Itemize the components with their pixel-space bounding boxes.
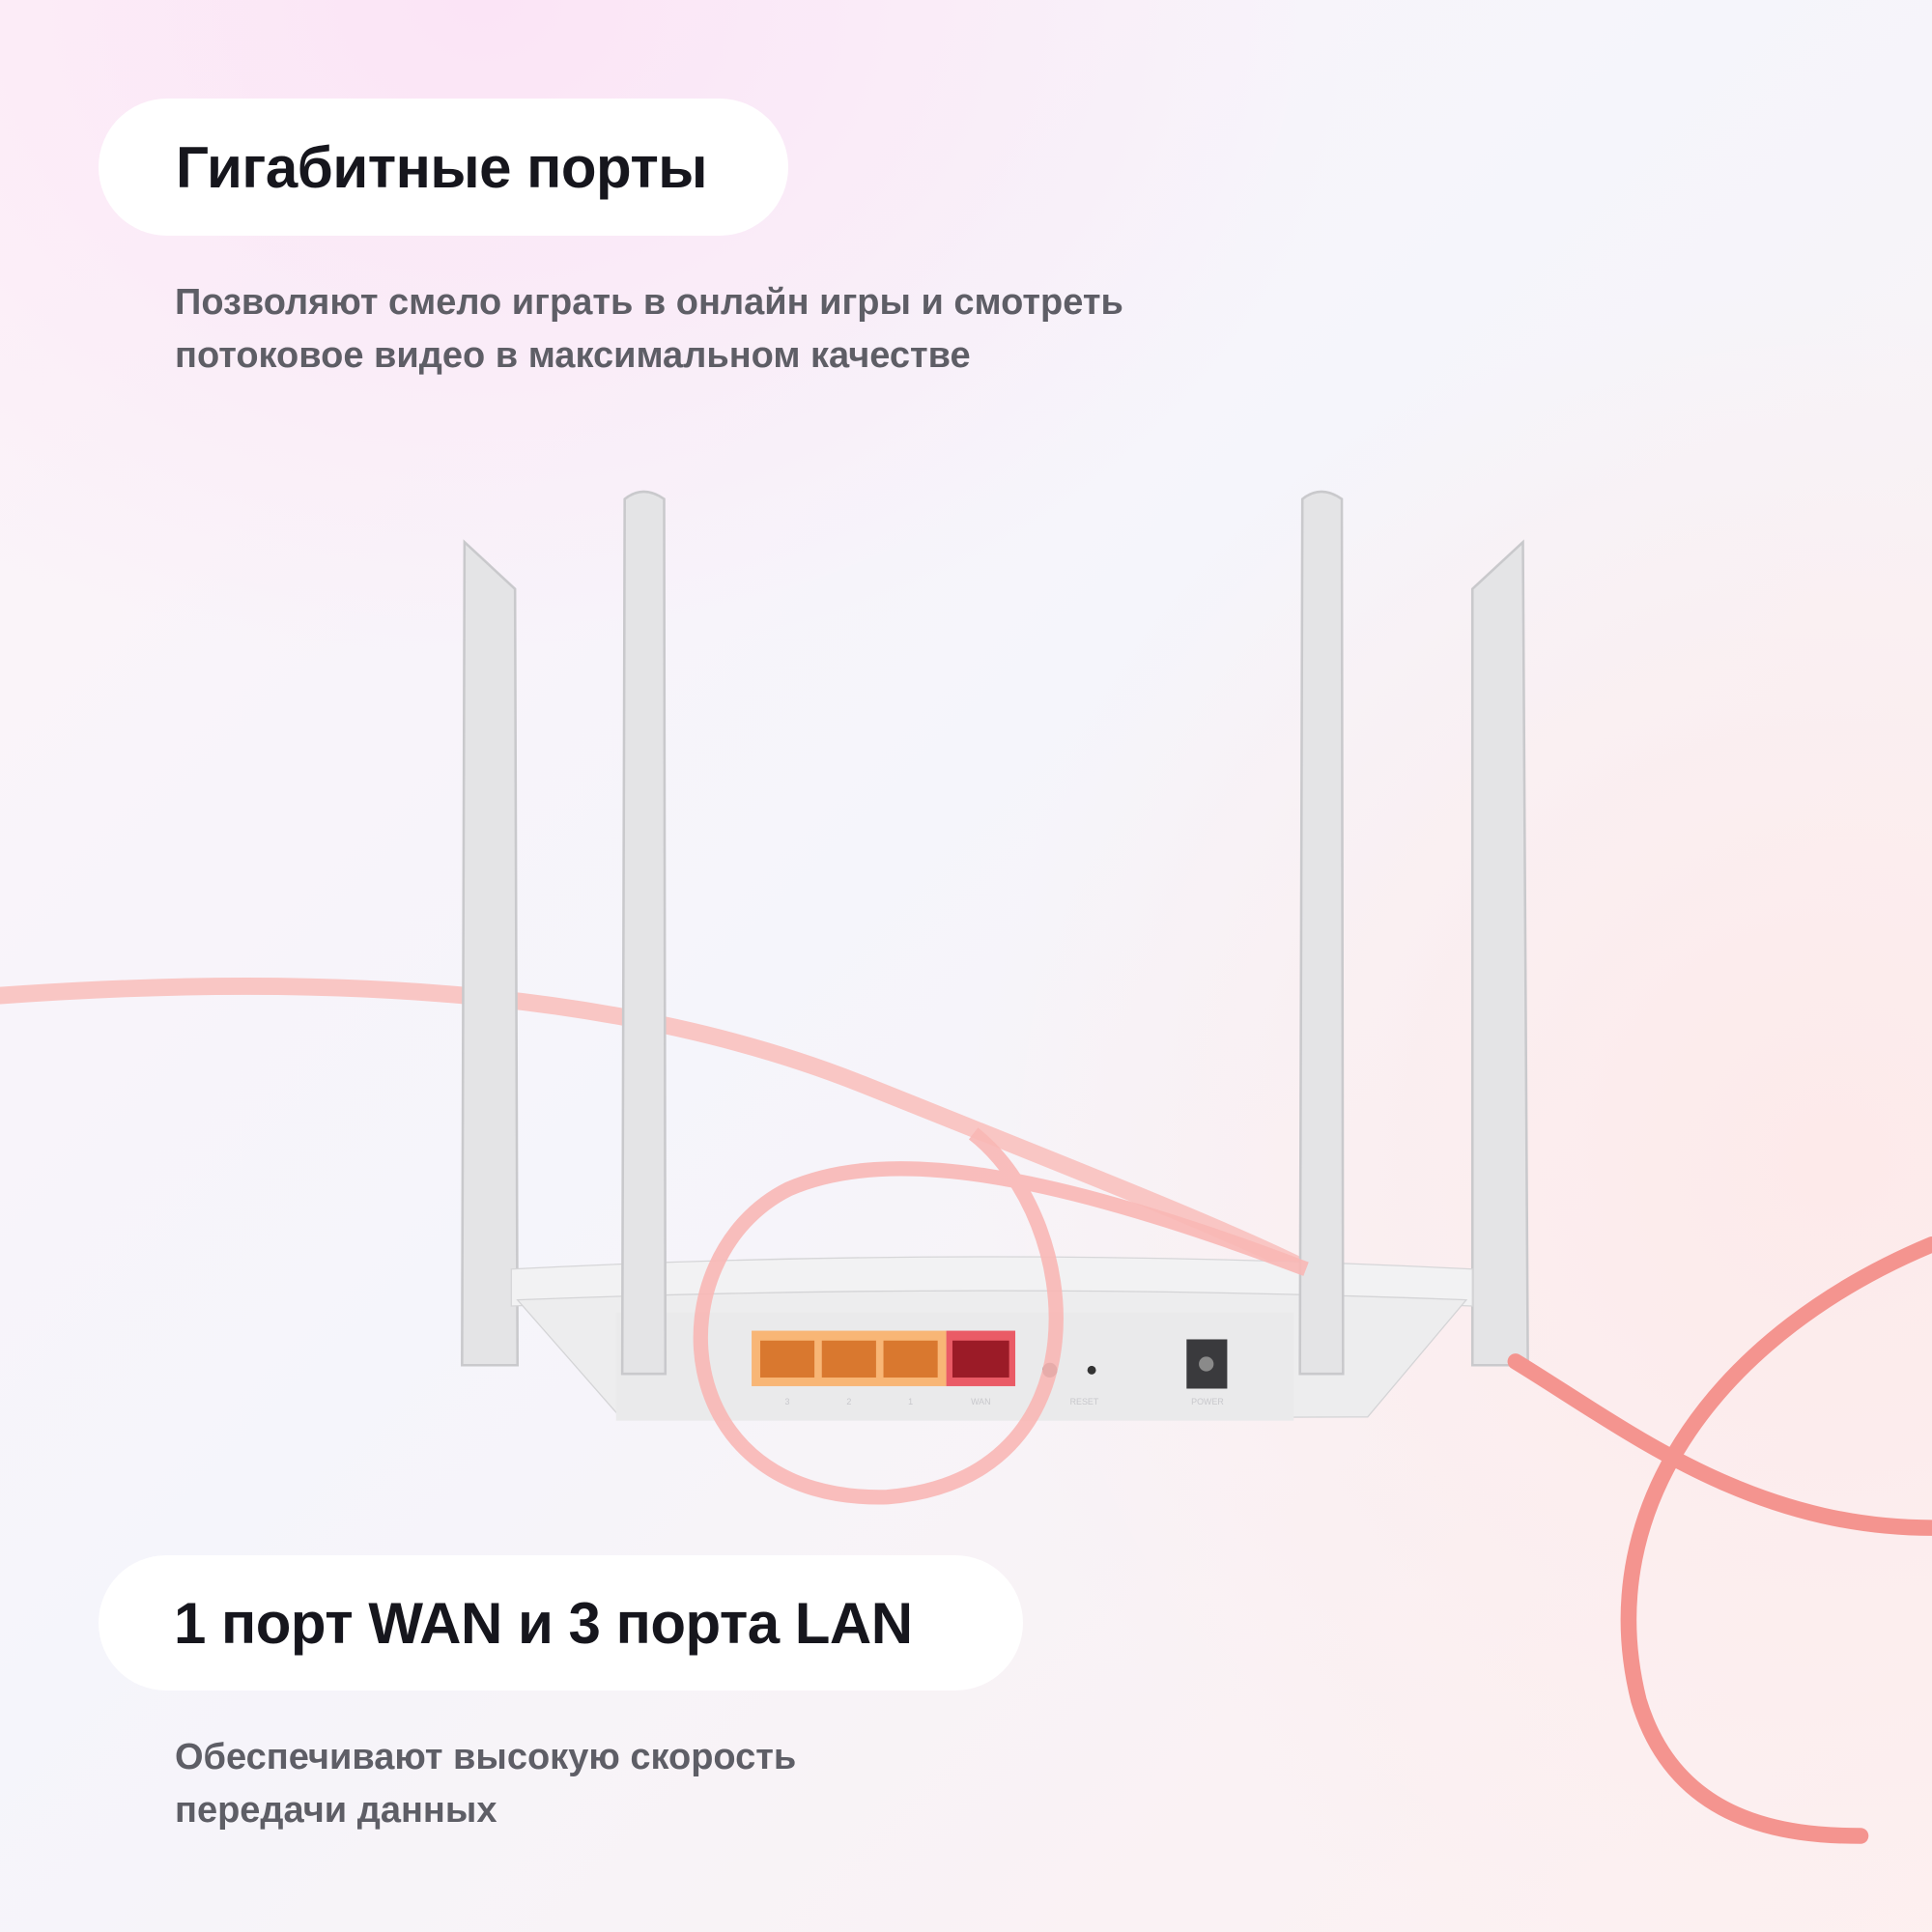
- feature2-line-1: Обеспечивают высокую скорость: [175, 1737, 797, 1777]
- power-label: POWER: [1191, 1397, 1224, 1406]
- feature1-title-pill: Гигабитные порты: [99, 99, 788, 236]
- antenna-inner-right: [1298, 490, 1345, 1376]
- port-label-2: 2: [846, 1397, 851, 1406]
- feature2-description: Обеспечивают высокую скорость передачи д…: [175, 1731, 796, 1837]
- feature1-description: Позволяют смело играть в онлайн игры и с…: [175, 276, 1123, 383]
- port-label-wan: WAN: [971, 1397, 990, 1406]
- antenna-outer-right: [1470, 539, 1529, 1367]
- antenna-outer-left: [461, 539, 519, 1367]
- cable-right: [1507, 1236, 1932, 1844]
- port-label-3: 3: [785, 1397, 790, 1406]
- cable-loop: [693, 1127, 1309, 1505]
- feature1-line-2: потоковое видео в максимальном качестве: [175, 335, 971, 376]
- feature2-title-pill: 1 порт WAN и 3 порта LAN: [99, 1555, 1023, 1690]
- feature1-title: Гигабитные порты: [176, 134, 708, 200]
- feature2-line-2: передачи данных: [175, 1790, 497, 1831]
- antenna-inner-left: [620, 490, 668, 1376]
- feature1-line-1: Позволяют смело играть в онлайн игры и с…: [175, 282, 1123, 323]
- ports: [752, 1330, 1228, 1389]
- cable-back: [0, 977, 1315, 1278]
- port-label-1: 1: [908, 1397, 913, 1406]
- feature2-title: 1 порт WAN и 3 порта LAN: [174, 1590, 913, 1656]
- reset-label: RESET: [1070, 1397, 1099, 1406]
